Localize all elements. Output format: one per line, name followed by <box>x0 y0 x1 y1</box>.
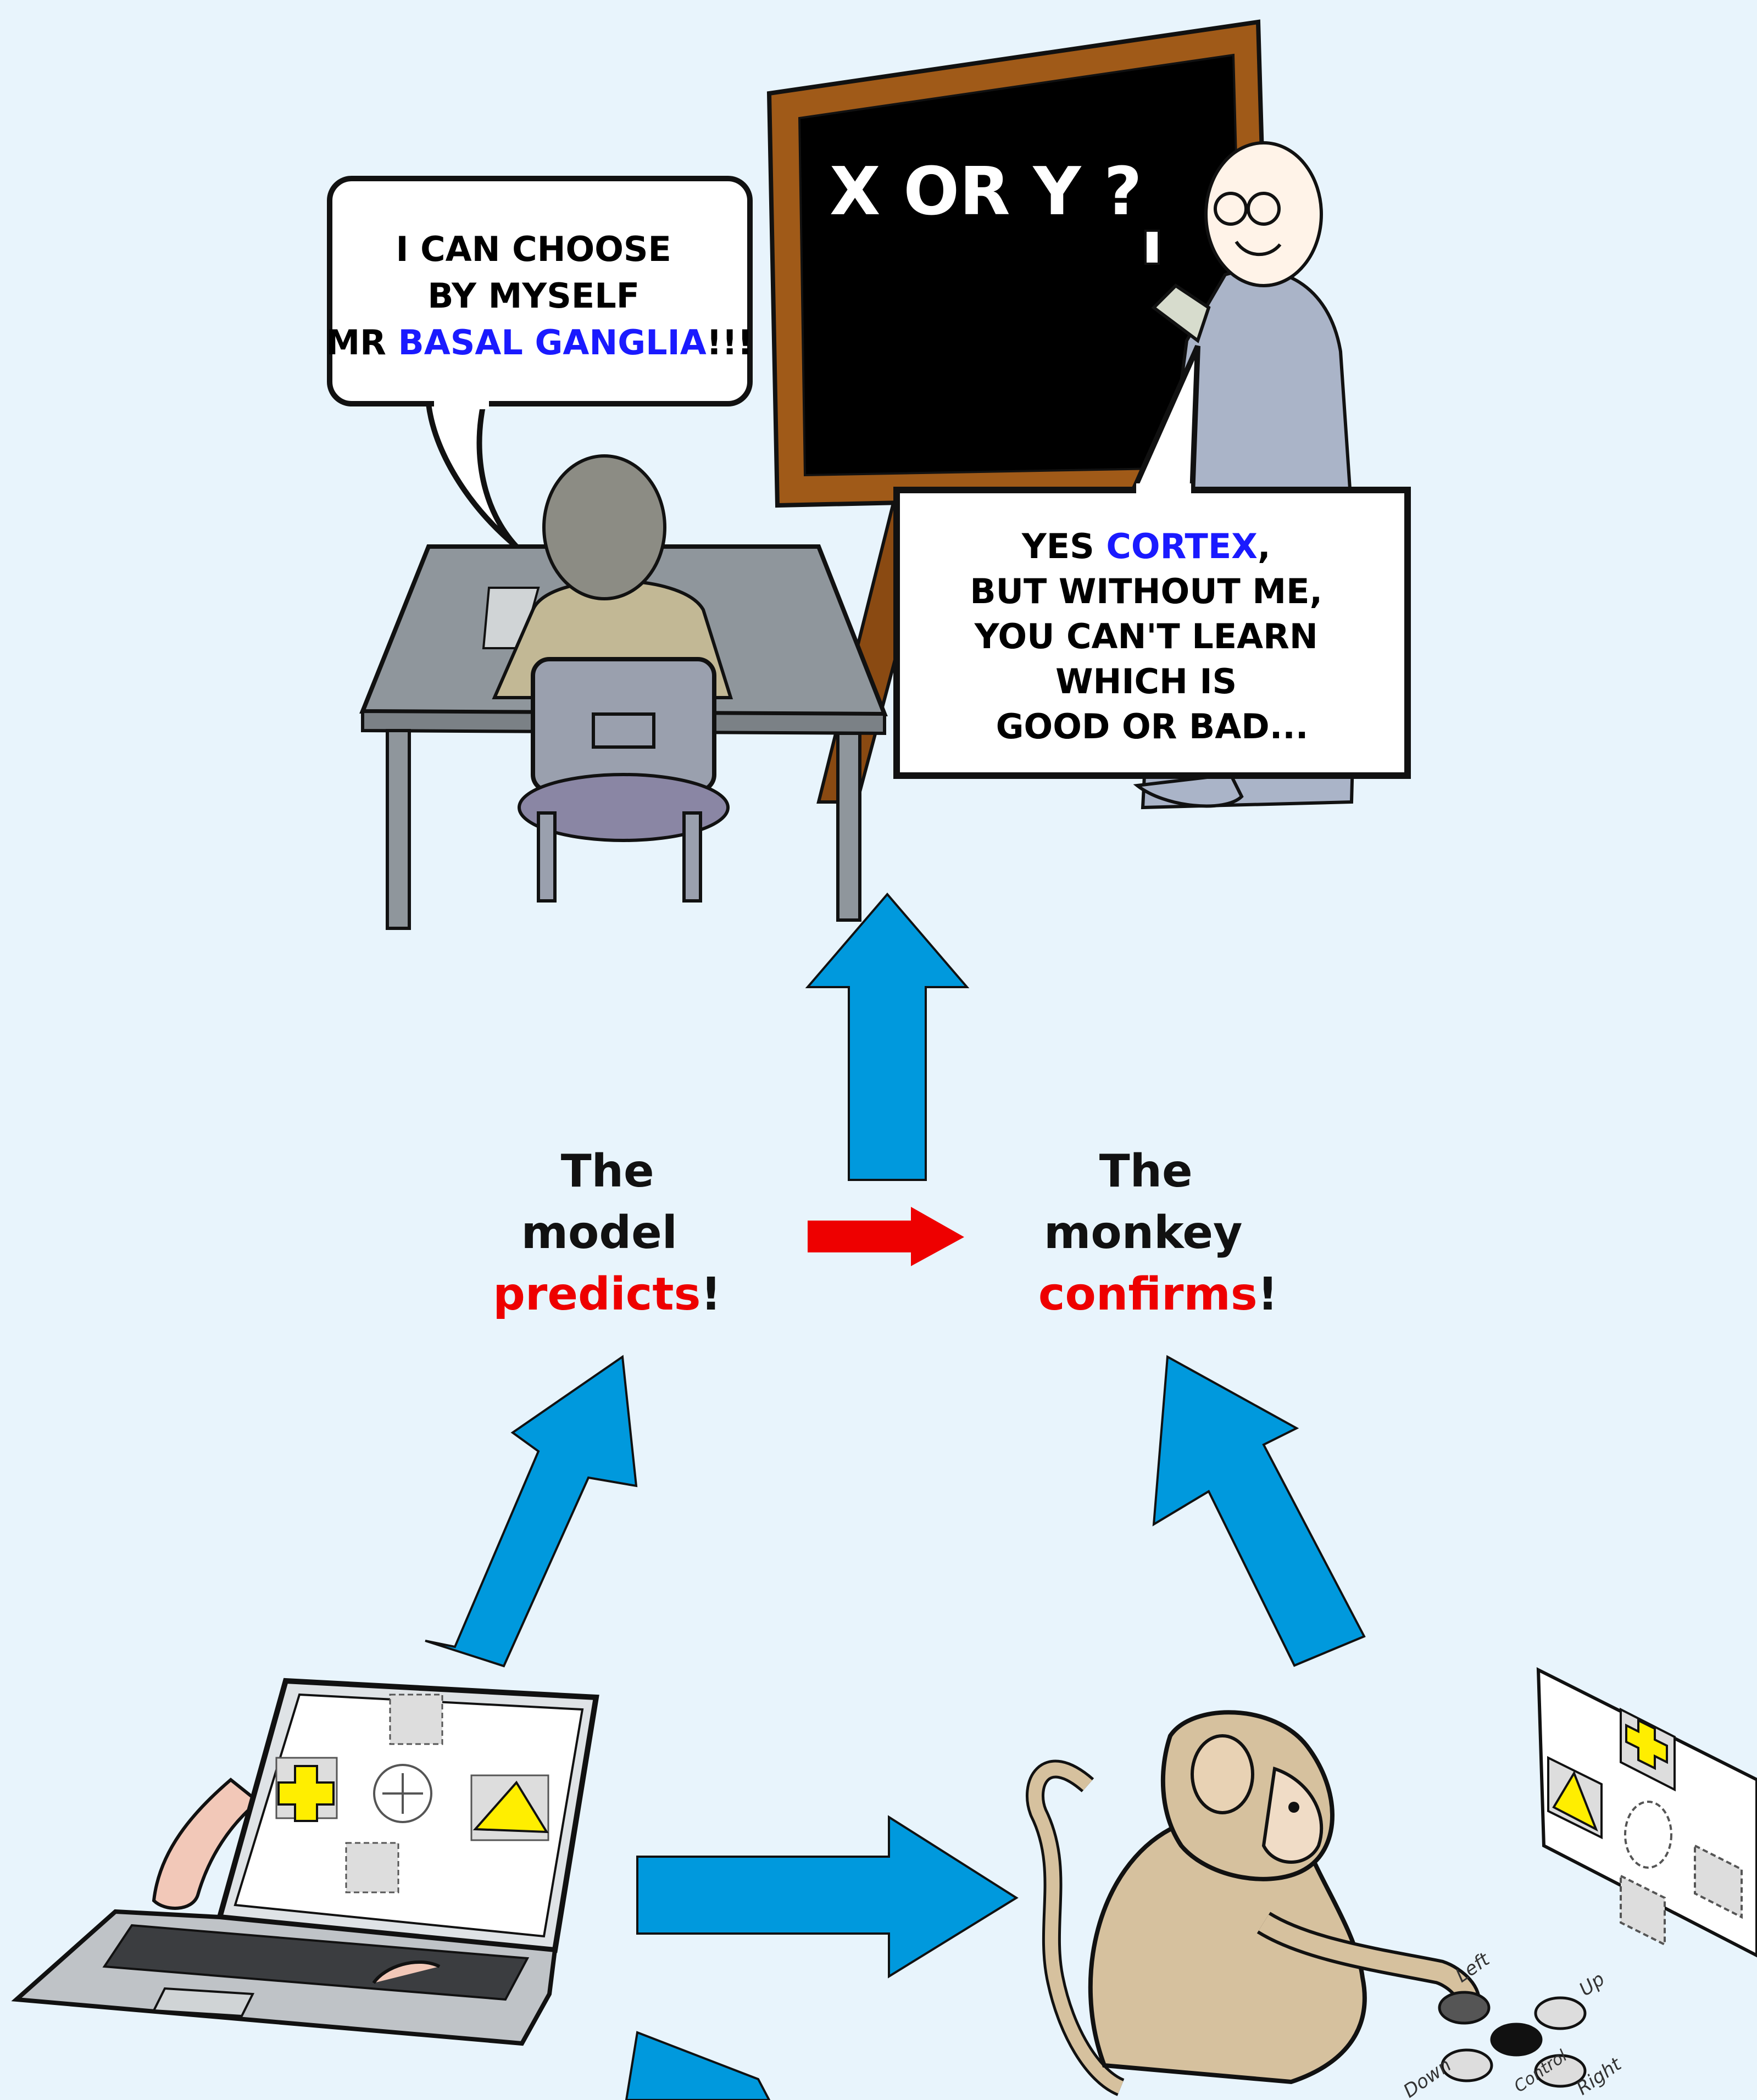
arrow-red-right <box>808 1207 964 1266</box>
board-fixation-circle <box>1624 1801 1672 1869</box>
blackboard-text: X OR Y ? <box>830 154 1142 230</box>
stimulus-board <box>1536 1667 1757 1958</box>
student-line-3: MR BASAL GANGLIA!!! <box>326 322 753 363</box>
model-label-line-1: The <box>561 1145 654 1197</box>
laptop-keyboard <box>102 1924 530 2001</box>
arrows <box>425 892 1366 2100</box>
yellow-cross-icon <box>277 1765 335 1822</box>
monkey-eye <box>1288 1802 1299 1813</box>
teacher-line-1-suffix: , <box>1258 526 1271 566</box>
yellow-triangle-icon <box>472 1780 549 1834</box>
monkey-label-line-2: monkey <box>1044 1207 1243 1259</box>
teacher-speech-bubble: YES CORTEX, BUT WITHOUT ME, YOU CAN'T LE… <box>893 344 1411 779</box>
board-slot-right <box>1694 1843 1743 1919</box>
fixation-cross-icon <box>382 1773 423 1814</box>
teacher-line-2: BUT WITHOUT ME, <box>970 571 1322 611</box>
arrow-monkey-to-confirms <box>1152 1355 1366 1667</box>
model-label-line-3: predicts! <box>493 1268 721 1321</box>
monkey-label: The monkey confirms! <box>1038 1145 1278 1321</box>
cortex-highlight: CORTEX <box>1106 526 1258 566</box>
model-label-line-2: model <box>521 1207 677 1259</box>
laptop <box>11 1678 599 2046</box>
screen-slot-top <box>389 1694 443 1745</box>
student-line-2: BY MYSELF <box>427 276 640 316</box>
student-line-1: I CAN CHOOSE <box>396 229 671 269</box>
student-at-desk <box>359 454 888 930</box>
student-line-3-prefix: MR <box>326 322 398 363</box>
button-left <box>1438 1991 1491 2025</box>
student-line-3-suffix: !!! <box>707 322 753 363</box>
teacher-line-4: WHICH IS <box>1055 661 1237 701</box>
laptop-touchpad <box>152 1987 255 2018</box>
student-bubble-text: I CAN CHOOSE BY MYSELF MR BASAL GANGLIA!… <box>326 229 753 363</box>
confirms-highlight: confirms <box>1038 1268 1258 1321</box>
student-speech-bubble: I CAN CHOOSE BY MYSELF MR BASAL GANGLIA!… <box>326 176 753 549</box>
arrow-laptop-to-monkey <box>636 1815 1019 1979</box>
teacher-line-3: YOU CAN'T LEARN <box>974 616 1318 656</box>
button-right <box>1534 2054 1587 2088</box>
model-label: The model predicts! <box>493 1145 721 1321</box>
board-slot-bottom <box>1620 1874 1666 1947</box>
monkey-face <box>1261 1767 1324 1864</box>
arrow-up-center <box>805 892 970 1181</box>
arrow-laptop-to-model <box>425 1355 638 1668</box>
monkey-ear <box>1191 1734 1254 1814</box>
board-yellow-triangle-icon <box>1552 1770 1598 1832</box>
monkey-label-punct: ! <box>1258 1268 1278 1321</box>
left-arm <box>152 1778 261 1910</box>
basal-ganglia-highlight: BASAL GANGLIA <box>398 322 707 363</box>
monkey-label-line-1: The <box>1099 1145 1193 1197</box>
screen-slot-bottom <box>345 1842 399 1893</box>
monkey-body <box>1088 1826 1367 2085</box>
model-label-punct: ! <box>700 1268 721 1321</box>
predicts-highlight: predicts <box>493 1268 700 1321</box>
monkey-label-line-3: confirms! <box>1038 1268 1278 1321</box>
monkey <box>1026 1710 1481 2096</box>
board-yellow-cross-icon <box>1625 1718 1668 1770</box>
arrow-bottom-partial <box>625 2031 771 2100</box>
teacher-line-5: GOOD OR BAD... <box>996 706 1309 747</box>
teacher-bubble-text: YES CORTEX, BUT WITHOUT ME, YOU CAN'T LE… <box>970 526 1334 747</box>
monkey-label-text: The monkey confirms! <box>1038 1145 1278 1321</box>
teacher-line-1-prefix: YES <box>1021 526 1107 566</box>
button-center <box>1490 2023 1543 2057</box>
button-down <box>1441 2048 1493 2082</box>
model-label-text: The model predicts! <box>493 1145 721 1321</box>
button-up <box>1534 1996 1587 2030</box>
teacher-line-1: YES CORTEX, <box>1021 526 1271 566</box>
